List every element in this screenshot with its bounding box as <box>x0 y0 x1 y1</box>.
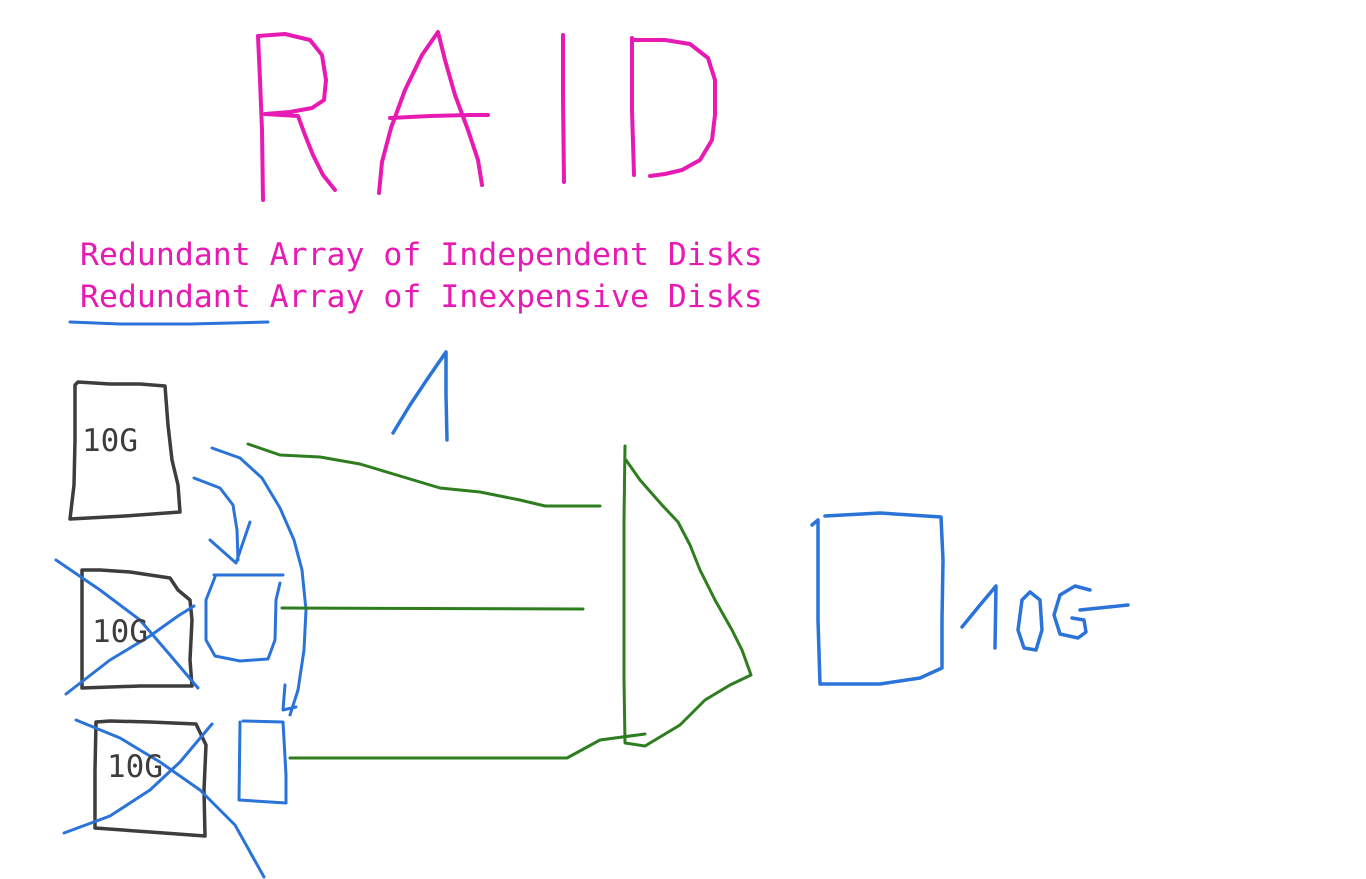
disk-2-cross-mark-icon <box>54 558 200 696</box>
raid-level-1 <box>391 350 449 442</box>
copy-block-2 <box>204 573 285 663</box>
result-digit-0 <box>1016 590 1044 652</box>
result-letter-g <box>1052 584 1130 640</box>
title-letter-i <box>561 33 566 184</box>
title-letter-a <box>377 30 484 195</box>
copy-block-3 <box>237 719 288 805</box>
mirror-annotation <box>192 446 308 805</box>
merge-connectors <box>246 442 753 760</box>
disk-3-cross-mark-icon <box>62 718 266 879</box>
result-disk-outline <box>810 511 945 686</box>
title-letter-r <box>256 32 337 202</box>
connector-2 <box>280 606 585 611</box>
mirror-arc <box>210 446 308 717</box>
arrow-icon <box>281 683 298 712</box>
redundant-underline <box>68 320 270 326</box>
title-raid-handwritten <box>256 30 717 202</box>
title-letter-d <box>630 36 717 178</box>
disk-2-label: 10G <box>92 614 148 650</box>
disk-3-label: 10G <box>107 749 163 785</box>
result-digit-1 <box>960 584 998 650</box>
merge-shape-icon <box>622 444 753 748</box>
subtitle-inexpensive: Redundant Array of Inexpensive Disks <box>80 279 763 315</box>
connector-3 <box>288 732 647 760</box>
title-letter-a-bar <box>388 113 490 120</box>
connector-1 <box>246 442 602 508</box>
arrow-to-disk-2 <box>192 476 252 565</box>
disk-3-outline <box>93 719 208 838</box>
disk-1-label: 10G <box>82 423 138 459</box>
subtitle-independent: Redundant Array of Independent Disks <box>80 237 763 273</box>
disk-1-outline <box>68 380 182 521</box>
result-size-handwritten <box>960 584 1130 652</box>
disk-2-outline <box>80 568 194 690</box>
